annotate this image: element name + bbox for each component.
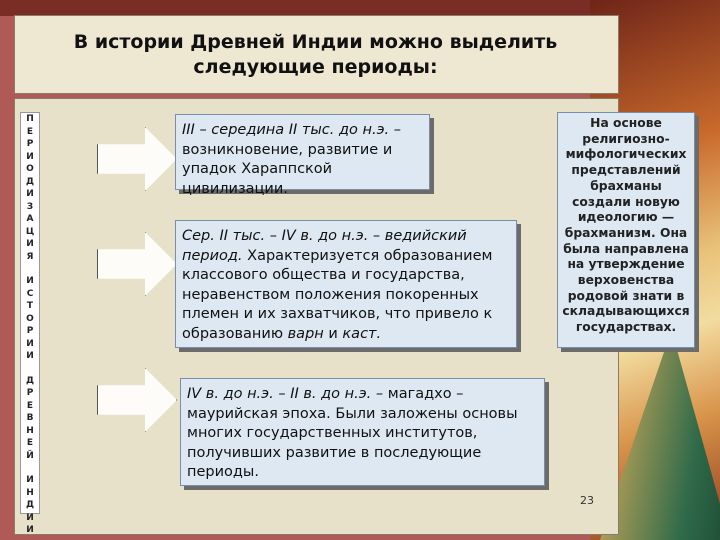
period-box-3: IV в. до н.э. – II в. до н.э. – магадхо … — [180, 378, 545, 486]
vertical-letter: И — [26, 189, 34, 199]
vertical-letter: Р — [26, 139, 34, 149]
vertical-letter: Н — [26, 487, 34, 498]
side-note-term: брахманизм. — [564, 225, 656, 240]
vertical-letter: О — [26, 164, 34, 174]
top-band — [0, 0, 720, 16]
period-3-dates: IV в. до н.э. – II в. до н.э. – — [187, 386, 384, 402]
vertical-letter: И — [26, 475, 34, 485]
title-line-1: В истории Древней Индии можно выделить — [73, 31, 558, 53]
period-1-text: возникновение, развитие и упадок Хараппс… — [182, 141, 393, 197]
vertical-gap — [21, 263, 39, 275]
vertical-letter: И — [26, 276, 34, 286]
period-2-dates: Сер. II тыс. – IV в. до н.э. – ведийский… — [182, 228, 467, 264]
vertical-letter: О — [26, 313, 34, 324]
vertical-letter: Я — [26, 251, 34, 262]
vertical-letter: И — [26, 239, 34, 249]
vertical-letter: В — [26, 413, 34, 423]
slide-title: В истории Древней Индии можно выделить с… — [14, 30, 617, 80]
vertical-letter: Н — [26, 425, 34, 436]
vertical-letter: Й — [26, 450, 34, 461]
title-line-2: следующие периоды: — [193, 56, 438, 78]
vertical-letter: Т — [26, 301, 34, 311]
period-box-2: Сер. II тыс. – IV в. до н.э. – ведийский… — [175, 220, 517, 348]
vertical-letter: И — [26, 512, 34, 523]
period-3-text: магадхо – маурийская эпоха. Были заложен… — [187, 386, 518, 480]
period-2-text: Характеризуется образованием классового … — [182, 247, 493, 342]
vertical-letter: Е — [26, 126, 34, 137]
vertical-letter: И — [26, 525, 34, 535]
vertical-gap — [21, 363, 39, 375]
vertical-letter: И — [26, 351, 34, 361]
period-2-term-caste: каст. — [342, 325, 382, 342]
vertical-letter: Е — [26, 438, 34, 448]
vertical-letter: А — [26, 214, 34, 224]
vertical-letter: Д — [25, 375, 34, 386]
vertical-gap — [21, 462, 39, 474]
page-number: 23 — [580, 494, 594, 507]
vertical-letter: П — [26, 114, 34, 124]
side-note-text-b: Она была направлена на утверждение верхо… — [562, 225, 690, 335]
period-1-dates: III – середина II тыс. до н.э. – — [182, 122, 402, 138]
vertical-letter: Р — [26, 388, 34, 398]
vertical-letter: И — [26, 338, 34, 349]
period-box-1: III – середина II тыс. до н.э. – возникн… — [175, 114, 430, 197]
vertical-letter: Д — [25, 176, 34, 187]
vertical-letter: Ц — [25, 226, 35, 237]
vertical-letter: Д — [25, 500, 34, 510]
side-note-text-a: На основе религиозно-мифологических пред… — [565, 116, 687, 225]
side-note-box: На основе религиозно-мифологических пред… — [557, 112, 695, 348]
vertical-letter: С — [26, 288, 34, 299]
vertical-letter: И — [26, 151, 34, 162]
vertical-letter: Р — [26, 326, 34, 336]
vertical-letter: З — [26, 201, 34, 212]
vertical-letter: Е — [26, 400, 34, 411]
title-panel — [14, 15, 619, 94]
period-2-term-varna: варн — [287, 325, 324, 342]
period-2-and: и — [328, 325, 338, 342]
